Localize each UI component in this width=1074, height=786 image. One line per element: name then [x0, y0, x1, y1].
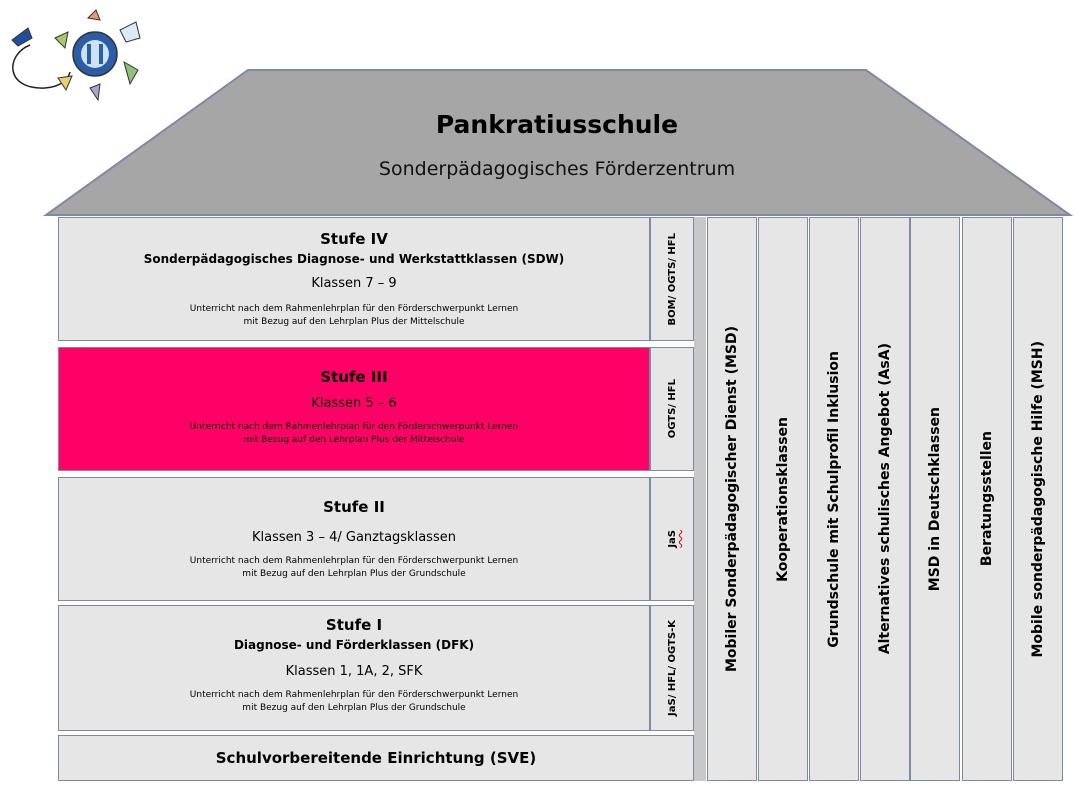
school-title: Pankratiusschule	[435, 110, 679, 139]
side-label-stufe-ii: JaS	[650, 477, 694, 601]
level-stufe-i: Stufe I Diagnose- und Förderklassen (DFK…	[58, 605, 650, 731]
school-logo	[11, 9, 141, 102]
side-label-stufe-iv: BOM/ OGTS/ HFL	[650, 217, 694, 341]
level-note: Unterricht nach dem Rahmenlehrplan für d…	[189, 422, 519, 445]
base-label: Schulvorbereitende Einrichtung (SVE)	[215, 749, 537, 767]
school-subtitle: Sonderpädagogisches Förderzentrum	[378, 158, 736, 180]
level-stufe-ii: Stufe II Klassen 3 – 4/ Ganztagsklassen …	[58, 477, 650, 601]
level-title: Stufe II	[323, 498, 385, 516]
base-sve: Schulvorbereitende Einrichtung (SVE)	[58, 735, 694, 781]
divider-strip	[694, 217, 706, 781]
column-inklusion: Grundschule mit Schulprofil Inklusion	[809, 217, 859, 781]
level-title: Stufe IV	[320, 230, 388, 248]
level-classes: Klassen 5 – 6	[311, 396, 397, 411]
side-label-stufe-i: JaS/ HFL/ OGTS-K	[650, 605, 694, 731]
level-note: Unterricht nach dem Rahmenlehrplan für d…	[189, 690, 519, 713]
level-title: Stufe III	[320, 368, 388, 386]
level-title: Stufe I	[325, 616, 383, 634]
level-note: Unterricht nach dem Rahmenlehrplan für d…	[189, 304, 519, 327]
side-label-stufe-iii: OGTS/ HFL	[650, 347, 694, 471]
level-stufe-iv: Stufe IV Sonderpädagogisches Diagnose- u…	[58, 217, 650, 341]
level-subtitle: Diagnose- und Förderklassen (DFK)	[233, 638, 475, 652]
roof	[42, 69, 1074, 216]
level-subtitle: Sonderpädagogisches Diagnose- und Werkst…	[143, 252, 565, 266]
level-note: Unterricht nach dem Rahmenlehrplan für d…	[189, 556, 519, 579]
column-msh: Mobile sonderpädagogische Hilfe (MSH)	[1013, 217, 1063, 781]
column-msd-deutschklassen: MSD in Deutschklassen	[910, 217, 960, 781]
level-classes: Klassen 7 – 9	[311, 276, 397, 291]
column-kooperationsklassen: Kooperationsklassen	[758, 217, 808, 781]
column-asa: Alternatives schulisches Angebot (AsA)	[860, 217, 910, 781]
column-beratungsstellen: Beratungsstellen	[962, 217, 1012, 781]
level-classes: Klassen 1, 1A, 2, SFK	[285, 664, 423, 679]
level-stufe-iii: Stufe III Klassen 5 – 6 Unterricht nach …	[58, 347, 650, 471]
column-msd: Mobiler Sonderpädagogischer Dienst (MSD)	[707, 217, 757, 781]
level-classes: Klassen 3 – 4/ Ganztagsklassen	[252, 530, 456, 545]
